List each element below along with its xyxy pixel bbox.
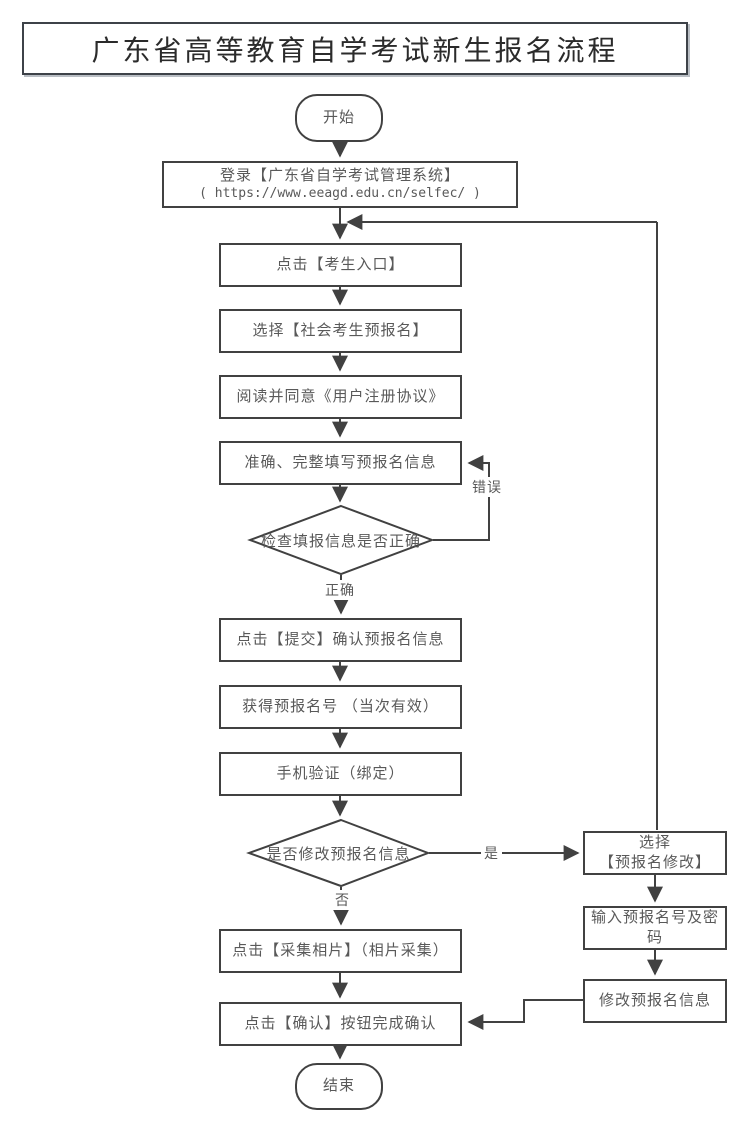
decision-modify-text: 是否修改预报名信息 xyxy=(266,846,411,863)
decision-check-info-diamond xyxy=(247,504,435,576)
decision-modify-label: 是否修改预报名信息 xyxy=(249,837,428,869)
flowchart-title-text: 广东省高等教育自学考试新生报名流程 xyxy=(91,35,619,67)
edge-label-correct-text: 正确 xyxy=(325,584,355,599)
edge-label-correct: 正确 xyxy=(322,580,358,600)
modify-info-label: 修改预报名信息 xyxy=(598,992,711,1009)
select-modify-line2: 【预报名修改】 xyxy=(598,855,711,871)
edge-label-no-text: 否 xyxy=(335,894,350,909)
edge-label-no: 否 xyxy=(332,890,353,910)
end-terminal: 结束 xyxy=(295,1063,383,1110)
get-number-label: 获得预报名号 （当次有效） xyxy=(242,698,439,715)
flow-step-input-credentials: 输入预报名号及密码 xyxy=(583,906,727,950)
start-terminal: 开始 xyxy=(295,94,383,142)
edge-label-error-text: 错误 xyxy=(472,481,502,496)
flow-step-photo: 点击【采集相片】（相片采集） xyxy=(219,929,462,973)
flow-step-login: 登录【广东省自学考试管理系统】 ( https://www.eeagd.edu.… xyxy=(162,161,518,208)
edge-label-yes: 是 xyxy=(481,843,502,863)
submit-label: 点击【提交】确认预报名信息 xyxy=(236,631,445,648)
phone-verify-label: 手机验证（绑定） xyxy=(276,765,405,782)
start-label: 开始 xyxy=(322,109,355,126)
decision-check-info-label: 检查填报信息是否正确 xyxy=(250,524,432,556)
edge-label-error: 错误 xyxy=(469,477,505,497)
flow-step-select-preregister: 选择【社会考生预报名】 xyxy=(219,309,462,353)
flow-step-agreement: 阅读并同意《用户注册协议》 xyxy=(219,375,462,419)
flow-step-fill-info: 准确、完整填写预报名信息 xyxy=(219,441,462,485)
photo-label: 点击【采集相片】（相片采集） xyxy=(232,942,449,959)
connector-modifyinfo-to-confirm xyxy=(467,999,583,1030)
fill-info-label: 准确、完整填写预报名信息 xyxy=(244,454,437,471)
candidate-entrance-label: 点击【考生入口】 xyxy=(276,256,405,273)
flow-step-phone-verify: 手机验证（绑定） xyxy=(219,752,462,796)
decision-check-info-text: 检查填报信息是否正确 xyxy=(260,533,421,550)
login-url: ( https://www.eeagd.edu.cn/selfec/ ) xyxy=(199,186,481,202)
confirm-label: 点击【确认】按钮完成确认 xyxy=(244,1015,437,1032)
flow-step-submit: 点击【提交】确认预报名信息 xyxy=(219,618,462,662)
decision-modify-diamond xyxy=(246,818,431,888)
end-label: 结束 xyxy=(322,1078,355,1095)
flowchart-title: 广东省高等教育自学考试新生报名流程 xyxy=(22,22,688,75)
login-label: 登录【广东省自学考试管理系统】 xyxy=(219,167,460,184)
flow-step-confirm: 点击【确认】按钮完成确认 xyxy=(219,1002,462,1046)
agreement-label: 阅读并同意《用户注册协议》 xyxy=(236,388,445,405)
select-modify-line1: 选择 xyxy=(638,834,671,851)
edge-label-yes-text: 是 xyxy=(484,847,499,862)
select-preregister-label: 选择【社会考生预报名】 xyxy=(252,322,429,339)
input-credentials-label: 输入预报名号及密码 xyxy=(590,909,719,946)
connector-error-loop xyxy=(433,455,490,541)
flow-step-modify-info: 修改预报名信息 xyxy=(583,979,727,1023)
flow-step-select-modify: 选择 【预报名修改】 xyxy=(583,831,727,875)
flow-step-candidate-entrance: 点击【考生入口】 xyxy=(219,243,462,287)
flow-step-get-number: 获得预报名号 （当次有效） xyxy=(219,685,462,729)
